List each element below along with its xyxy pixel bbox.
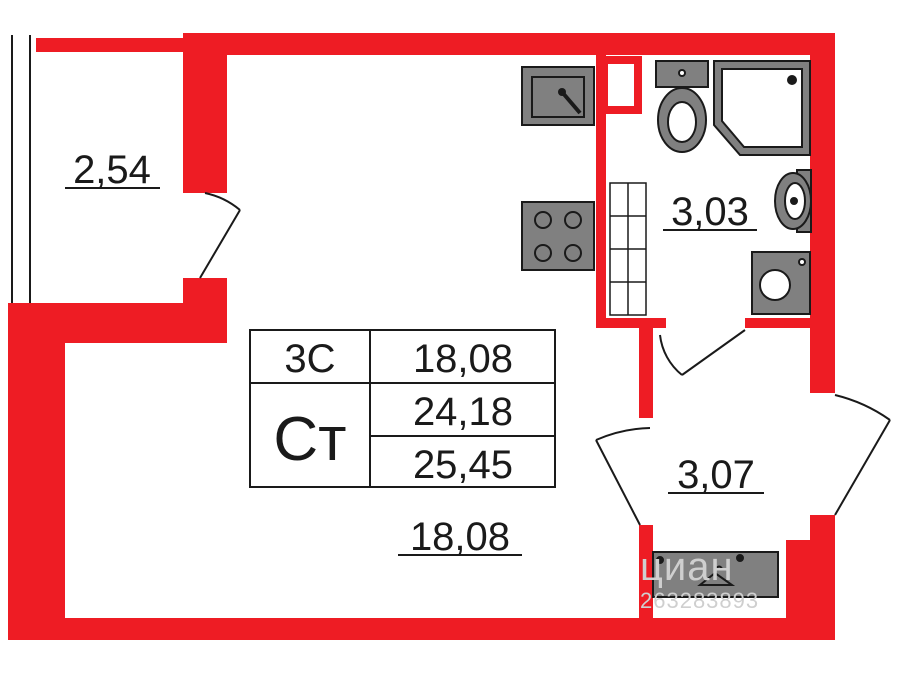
bathroom-area-label: 3,03 [671,190,749,234]
washbasin-icon [774,169,812,233]
table-total-area: 24,18 [413,390,513,434]
ventilation-shaft [609,182,647,316]
living-area-label: 18,08 [410,515,510,559]
shower-icon [713,60,811,156]
hall-area-label: 3,07 [677,453,755,497]
watermark-logo: циан [640,545,734,589]
doors [199,192,891,526]
stove-icon [521,201,595,271]
sink-icon [521,66,595,126]
hanger-icon [652,551,779,598]
apartment-type-code: 3С [284,337,335,381]
walls [8,33,835,640]
table-total-with-balcony: 25,45 [413,443,513,487]
apartment-type-name: Ст [273,405,346,474]
washing-machine-icon [751,251,811,315]
watermark-id: 263283893 [640,588,760,613]
table-living-area: 18,08 [413,337,513,381]
toilet-icon [655,60,709,153]
apartment-info-table: 3С Ст 18,08 24,18 25,45 [249,329,556,488]
balcony-area-label: 2,54 [73,148,151,192]
